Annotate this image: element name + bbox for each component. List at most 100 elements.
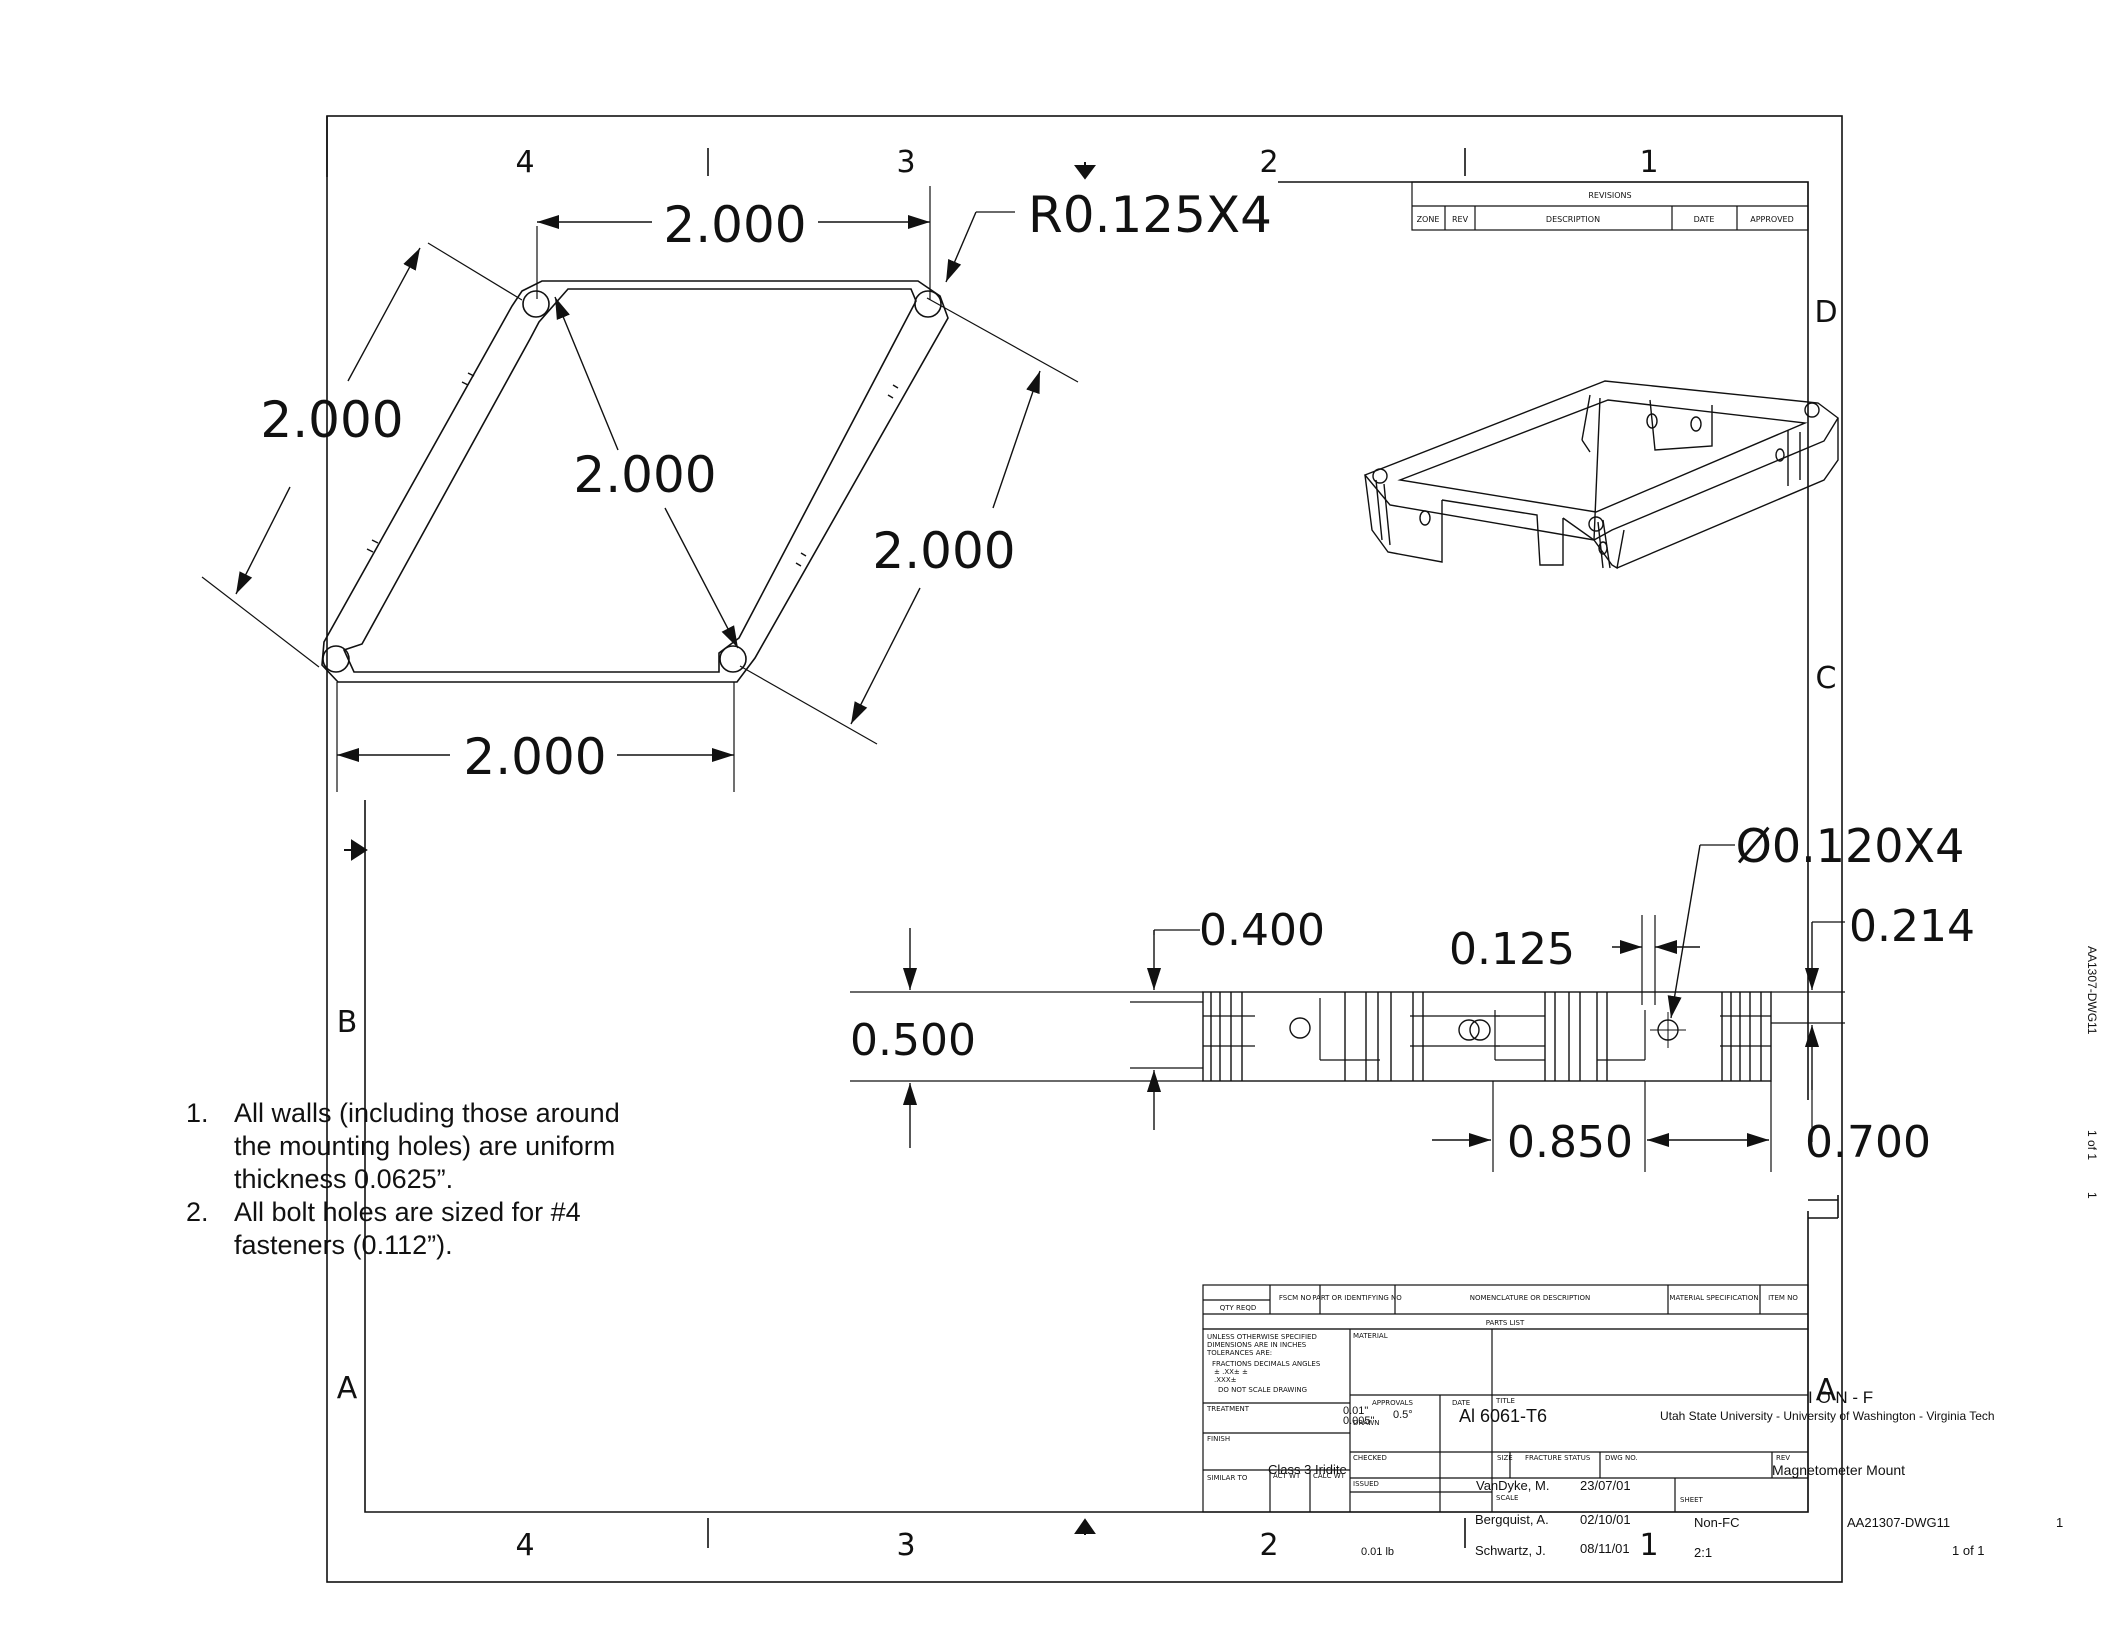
side-view-hole-mid-b [1469,1019,1491,1041]
drawn-date: 23/07/01 [1580,1478,1631,1493]
iso-notch-left [1441,499,1564,566]
parts-col-part: PART OR IDENTIFYING NO [1312,1294,1402,1302]
revisions-col-approved: APPROVED [1750,215,1794,224]
side-view-hole-left [1289,1017,1311,1039]
dim-line-left-side-a [347,247,421,382]
dim-line-hole-leader [1667,844,1701,1019]
revision-block: REVISIONS ZONE REV DESCRIPTION DATE APPR… [1411,181,1809,231]
dim-line-right-side-a [992,370,1041,509]
label-treatment: TREATMENT [1206,1405,1250,1413]
note-1: 1. All walls (including those around the… [186,1097,656,1196]
checked-by: Bergquist, A. [1475,1512,1549,1527]
label-size: SIZE [1497,1454,1513,1462]
zone-left-a: A [337,1371,358,1406]
isometric-view [1363,380,1839,570]
dim-line-radius-leader [945,211,977,283]
zone-top-1: 1 [1639,145,1658,180]
label-finish: FINISH [1207,1435,1230,1443]
treatment-value: Class 3 Iridite [1268,1462,1347,1477]
drawing-border [326,115,1843,1583]
zone-top-2: 2 [1259,145,1278,180]
zone-top-4: 4 [515,145,534,180]
dim-0400: 0.400 [1199,905,1325,956]
dim-left-side: 2.000 [260,391,403,449]
tol-value-three-place: 0.005" [1343,1415,1375,1427]
mount-hole-bottom-right [719,645,747,673]
tolerance-line-1: UNLESS OTHERWISE SPECIFIED [1207,1333,1317,1341]
tol-value-angle: 0.5° [1393,1409,1413,1421]
note-1-number: 1. [186,1098,209,1128]
iso-front-left [1364,474,1443,563]
side-view-rib-lines [1210,992,1762,1081]
iso-front-right [1562,517,1625,570]
label-approvals: APPROVALS [1372,1399,1414,1407]
side-view [850,844,1845,1172]
label-issued: ISSUED [1353,1480,1379,1488]
centering-marks [344,162,1096,1535]
note-2-text: All bolt holes are sized for #4 fastener… [234,1197,581,1260]
iso-right-face [1616,418,1839,569]
weight-value: 0.01 lb [1361,1546,1394,1558]
wall-ticks [366,372,899,567]
parts-list-title: PARTS LIST [1486,1319,1525,1327]
note-2-number: 2. [186,1197,209,1227]
iso-outer-top [1363,380,1839,541]
label-dwg-no: DWG NO. [1605,1454,1638,1462]
zone-bottom-3: 3 [896,1528,915,1563]
margin-rev: 1 [2085,1192,2099,1199]
label-scale: SCALE [1496,1494,1518,1502]
label-checked: CHECKED [1353,1454,1387,1462]
parts-list-block: QTY REQD FSCM NO PART OR IDENTIFYING NO … [1202,1284,1809,1330]
side-view-dimension-text: Ø0.120X4 0.400 0.125 0.214 0.500 0.850 0… [850,819,1975,1168]
iso-inner-top [1397,399,1808,513]
scale-value: 2:1 [1694,1545,1712,1560]
revisions-col-description: DESCRIPTION [1546,215,1600,224]
revisions-col-date: DATE [1694,215,1715,224]
zone-right-a: A [1816,1373,1837,1408]
revisions-col-rev: REV [1452,215,1469,224]
top-view-dimension-text: 2.000 R0.125X4 2.000 2.000 2.000 2.000 [260,186,1272,786]
dwg-no-value: AA21307-DWG11 [1847,1515,1950,1530]
label-date: DATE [1452,1399,1470,1407]
title-block: UNLESS OTHERWISE SPECIFIED DIMENSIONS AR… [1202,1328,2063,1560]
dim-0500: 0.500 [850,1015,976,1066]
sheet-value: 1 of 1 [1952,1543,1985,1558]
zone-labels: 4 3 2 1 4 3 2 1 D C A B A [337,145,1838,1563]
zone-right-c: C [1816,661,1837,696]
margin-dwg-no: AA1307-DWG11 [2085,946,2099,1035]
tolerance-line-5: ± .XX± ± [1214,1368,1248,1376]
mount-hole-top-right [914,290,942,318]
rev-value: 1 [2056,1515,2063,1530]
label-fracture-status: FRACTURE STATUS [1525,1454,1591,1462]
tol-value-two-place: 0.01" [1343,1405,1368,1417]
dim-line-left-side-b [235,486,291,595]
issued-date: 08/11/01 [1580,1541,1630,1556]
drawn-by: VanDyke, M. [1476,1478,1549,1493]
label-calc-wt: CALC WT [1313,1472,1346,1480]
label-similar-to: SIMILAR TO [1207,1474,1248,1482]
dim-hole-note: Ø0.120X4 [1736,819,1965,873]
org-code: I O N - F [1808,1388,1873,1407]
zone-right-d: D [1814,295,1837,330]
org-name: Utah State University - University of Wa… [1660,1409,1995,1423]
drawing-notes: 1. All walls (including those around the… [186,1097,656,1262]
zone-bottom-4: 4 [515,1528,534,1563]
label-rev: REV [1776,1454,1790,1462]
tolerance-line-2: DIMENSIONS ARE IN INCHES [1207,1341,1307,1349]
dim-bottom-width: 2.000 [463,728,606,786]
margin-annotations: AA1307-DWG11 1 of 1 1 [2085,946,2099,1199]
zone-top-3: 3 [896,145,915,180]
label-act-wt: ACT WT [1273,1472,1301,1480]
note-2: 2. All bolt holes are sized for #4 faste… [186,1196,656,1262]
dim-0850: 0.850 [1507,1117,1633,1168]
checked-date: 02/10/01 [1580,1512,1631,1527]
dim-right-side: 2.000 [872,522,1015,580]
dim-line-diagonal-b [664,507,739,649]
parts-col-material: MATERIAL SPECIFICATION [1669,1294,1758,1302]
revisions-title: REVISIONS [1588,191,1631,200]
tolerance-line-6: .XXX± [1214,1376,1237,1384]
dim-line-diagonal-a [554,296,619,451]
label-title: TITLE [1495,1397,1515,1405]
material-value: Al 6061-T6 [1459,1406,1547,1426]
